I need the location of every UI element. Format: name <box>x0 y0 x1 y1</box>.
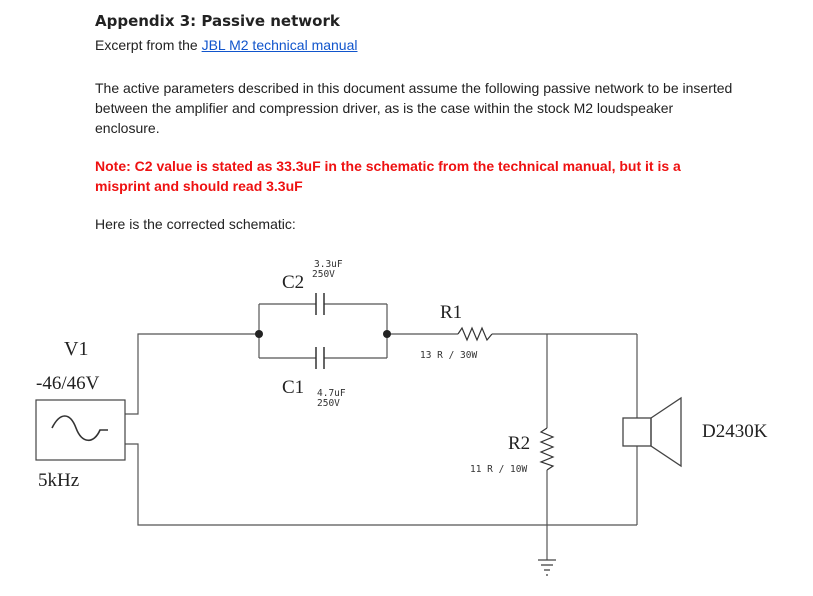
c1-label: C1 <box>282 377 304 398</box>
c2-value-label: 3.3uF <box>314 259 343 270</box>
c2-rating-label: 250V <box>312 269 335 280</box>
c2-label: C2 <box>282 272 304 293</box>
junction-dot-left <box>255 330 263 338</box>
section-heading: Appendix 3: Passive network <box>95 12 340 30</box>
v1-label: V1 <box>64 338 88 360</box>
v1-frequency-label: 5kHz <box>38 470 79 491</box>
driver-label: D2430K <box>702 421 768 442</box>
r2-resistor-symbol <box>539 427 555 471</box>
excerpt-line: Excerpt from the JBL M2 technical manual <box>95 37 358 53</box>
wires <box>125 303 638 560</box>
excerpt-prefix: Excerpt from the <box>95 37 202 53</box>
r1-resistor-symbol <box>457 326 493 342</box>
schematic-intro: Here is the corrected schematic: <box>95 216 296 232</box>
ac-source-symbol <box>35 399 126 461</box>
v1-voltage-label: -46/46V <box>36 373 100 394</box>
junction-dot-right <box>383 330 391 338</box>
speaker-icon <box>622 396 682 468</box>
r2-label: R2 <box>508 433 530 454</box>
c1-rating-label: 250V <box>317 398 340 409</box>
description-paragraph: The active parameters described in this … <box>95 80 733 136</box>
r2-value-label: 11 R / 10W <box>470 464 527 475</box>
c1-capacitor-symbol <box>315 347 325 369</box>
r1-value-label: 13 R / 30W <box>420 350 477 361</box>
misprint-note: Note: C2 value is stated as 33.3uF in th… <box>95 158 681 194</box>
c2-capacitor-symbol <box>315 293 325 315</box>
c1-value-label: 4.7uF <box>317 388 346 399</box>
r1-label: R1 <box>440 302 462 323</box>
ground-symbol <box>538 559 556 576</box>
technical-manual-link[interactable]: JBL M2 technical manual <box>201 37 358 53</box>
